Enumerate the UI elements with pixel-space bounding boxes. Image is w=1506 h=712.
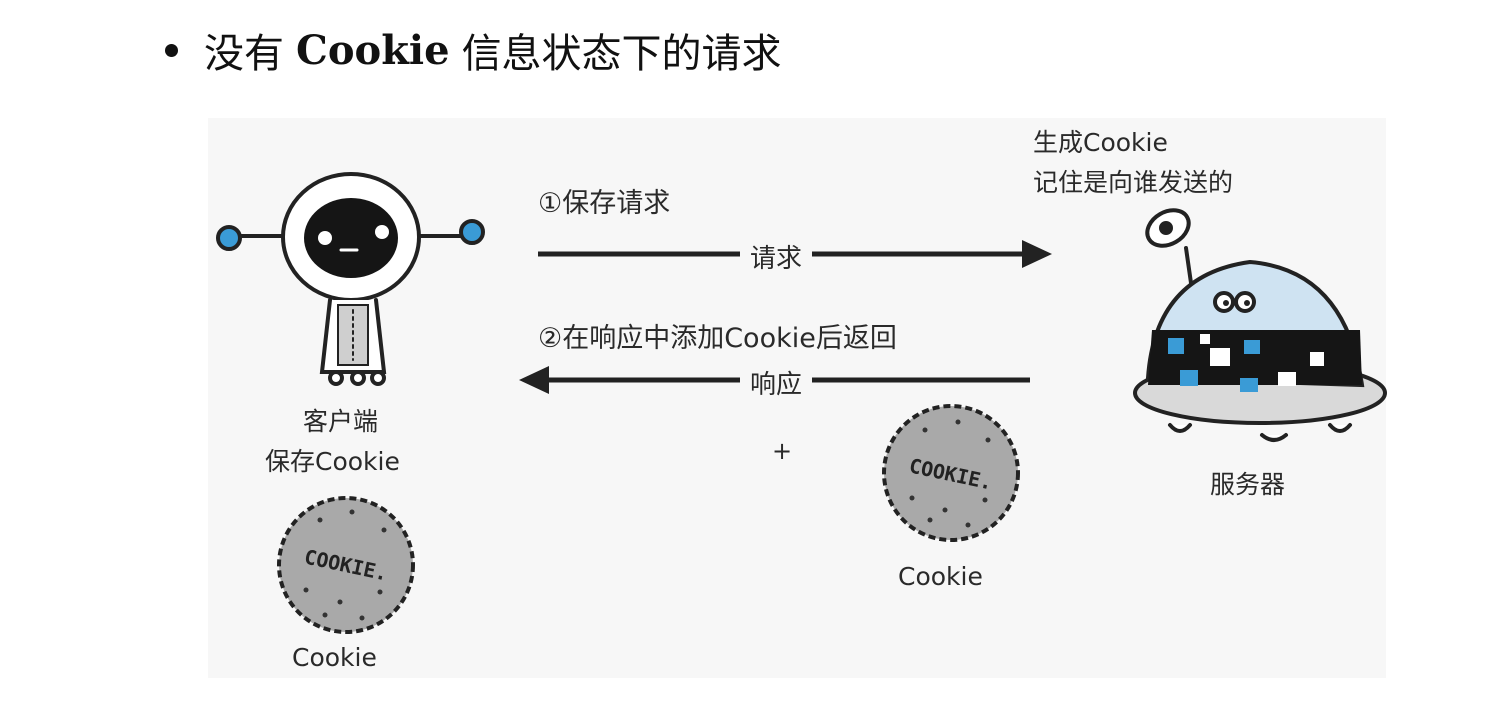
server-label: 服务器 [1210,470,1286,499]
transit-cookie-label: Cookie [898,562,983,591]
request-step-label: ①保存请求 [538,188,671,219]
plus-sign: + [772,437,793,465]
page-title: 没有 Cookie 信息状态下的请求 [165,22,782,78]
server-note-line2: 记住是向谁发送的 [1033,168,1234,197]
request-arrow-label: 请求 [740,238,813,275]
bullet-icon [165,43,178,57]
response-arrow-label: 响应 [740,364,813,401]
response-step-label: ②在响应中添加Cookie后返回 [538,323,897,354]
server-note-line1: 生成Cookie [1033,128,1168,157]
title-prefix: 没有 [204,31,284,77]
client-robot-icon [216,172,485,386]
title-suffix: 信息状态下的请求 [461,31,782,77]
cookie-icon: COOKIE. [882,404,1020,542]
client-cookie-label: Cookie [292,643,377,672]
server-robot-icon [1133,208,1387,442]
client-label: 客户端 [303,407,379,436]
title-keyword: Cookie [296,26,450,74]
stored-cookie-icon: COOKIE. [277,496,415,634]
client-note: 保存Cookie [265,447,400,476]
